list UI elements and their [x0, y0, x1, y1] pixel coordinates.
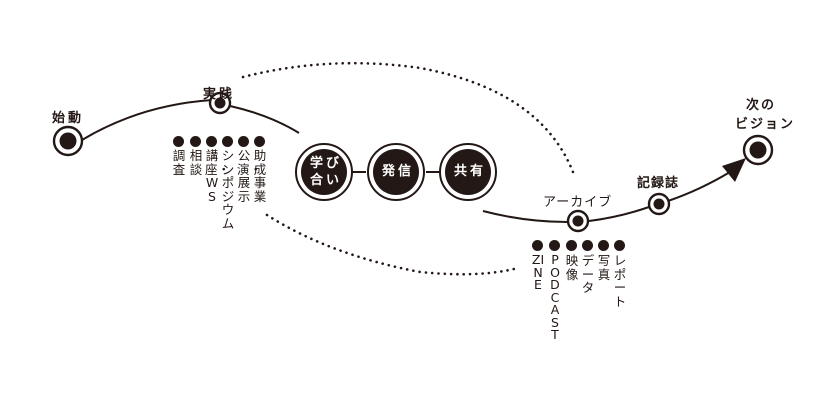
- bullet-icon: [549, 240, 560, 251]
- bubble-manabiai: [295, 143, 353, 201]
- node-journal: [647, 192, 671, 216]
- bullet-icon: [238, 136, 249, 147]
- archive-item-photo: 写真: [597, 253, 611, 282]
- bubble-kyoyu: [439, 143, 497, 201]
- flow-line-archive-to-journal: [588, 206, 650, 222]
- flow-line-bubbles-to-archive: [482, 210, 568, 223]
- practice-item-consultation: 相談: [189, 148, 203, 177]
- archive-item-data: データ: [581, 253, 595, 295]
- label-next-vision-line2: ビジョン: [735, 117, 796, 132]
- bullet-icon: [598, 240, 609, 251]
- label-journal: 記録誌: [637, 176, 680, 191]
- bubble-manabiai-text: 学び 合い: [304, 155, 348, 189]
- bullet-icon: [222, 136, 233, 147]
- node-practice: [208, 91, 232, 115]
- bullet-icon: [566, 240, 577, 251]
- bullet-icon: [532, 240, 543, 251]
- bubble-hasshin: [367, 143, 425, 201]
- bullet-icon: [254, 136, 265, 147]
- bubble-manabiai-line2: 合い: [309, 173, 342, 188]
- practice-item-survey: 調査: [172, 148, 186, 177]
- archive-item-video: 映像: [565, 253, 579, 282]
- node-next-vision: [742, 134, 774, 166]
- bullet-icon: [582, 240, 593, 251]
- bullet-icon: [206, 136, 217, 147]
- archive-item-zine: ZINE: [531, 252, 545, 292]
- practice-item-symposium: シンポジウム: [221, 148, 235, 231]
- practice-item-lecture-ws: 講座・WS: [205, 148, 231, 204]
- bubble-manabiai-line1: 学び: [309, 156, 342, 171]
- flow-line-journal-to-vision: [667, 171, 731, 202]
- flow-line-practice-to-bubbles: [229, 105, 300, 134]
- archive-item-podcast: PODCAST: [550, 252, 560, 342]
- arrowhead-icon: [722, 158, 746, 182]
- archive-item-report: レポート: [613, 253, 627, 309]
- bullet-icon: [190, 136, 201, 147]
- practice-item-grant-program: 助成事業: [253, 148, 267, 204]
- practice-item-performance-exhibition: 公演・展示: [237, 148, 263, 204]
- node-start: [52, 125, 84, 157]
- label-practice: 実践: [203, 87, 236, 102]
- bubble-kyoyu-text: 共有: [453, 164, 486, 179]
- dotted-arc-practice-items-to-archive: [265, 213, 520, 276]
- bubble-hasshin-text: 発信: [381, 164, 414, 179]
- bullet-icon: [614, 240, 625, 251]
- label-archive: アーカイブ: [543, 195, 613, 210]
- flow-line-start-to-practice: [81, 99, 213, 141]
- bullet-icon: [173, 136, 184, 147]
- label-start: 始動: [52, 111, 85, 126]
- label-next-vision-line1: 次の: [746, 98, 777, 113]
- dotted-arc-practice-to-archive: [241, 61, 575, 174]
- node-archive: [566, 209, 590, 233]
